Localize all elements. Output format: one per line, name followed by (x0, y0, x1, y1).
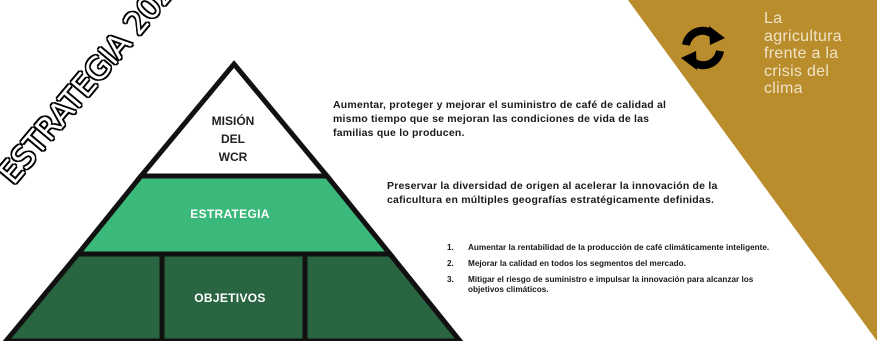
pyramid (2, 60, 464, 341)
objective-number: 3. (447, 275, 454, 284)
objective-item: 1. Aumentar la rentabilidad de la producc… (445, 243, 775, 253)
banner-title-line: agricultura (764, 27, 843, 45)
objective-number: 1. (447, 243, 454, 252)
objective-text: Mejorar la calidad en todos los segmento… (468, 259, 686, 268)
refresh-cycle-icon (681, 26, 725, 70)
banner-title-line: clima (764, 80, 803, 97)
mission-label-line: DEL (221, 132, 245, 146)
mission-label-line: WCR (218, 150, 248, 164)
objective-item: 2. Mejorar la calidad en todos los segmen… (445, 259, 775, 269)
objective-number: 2. (447, 259, 454, 268)
objective-text: Mitigar el riesgo de suministro e impuls… (468, 275, 754, 294)
objectives-list: 1. Aumentar la rentabilidad de la producc… (445, 243, 775, 301)
banner-title-line: La (764, 10, 783, 27)
mission-label: MISIÓN DEL WCR (188, 112, 278, 166)
banner-title: La agricultura frente a la crisis del cl… (764, 10, 877, 98)
mission-label-line: MISIÓN (211, 114, 255, 128)
pyramid-bottom-tier (2, 251, 464, 341)
objective-text: Aumentar la rentabilidad de la producció… (468, 243, 770, 252)
strategy-description: Preservar la diversidad de origen al ace… (387, 180, 718, 206)
mission-description: Aumentar, proteger y mejorar el suminist… (333, 99, 667, 139)
banner-shape (628, 0, 877, 341)
objectives-label: OBJETIVOS (194, 291, 266, 305)
strategy-label: ESTRATEGIA (190, 207, 270, 221)
banner-title-line: crisis del (764, 62, 830, 80)
objective-item: 3. Mitigar el riesgo de suministro e impu… (445, 275, 775, 295)
banner-title-line: frente a la (764, 45, 839, 62)
